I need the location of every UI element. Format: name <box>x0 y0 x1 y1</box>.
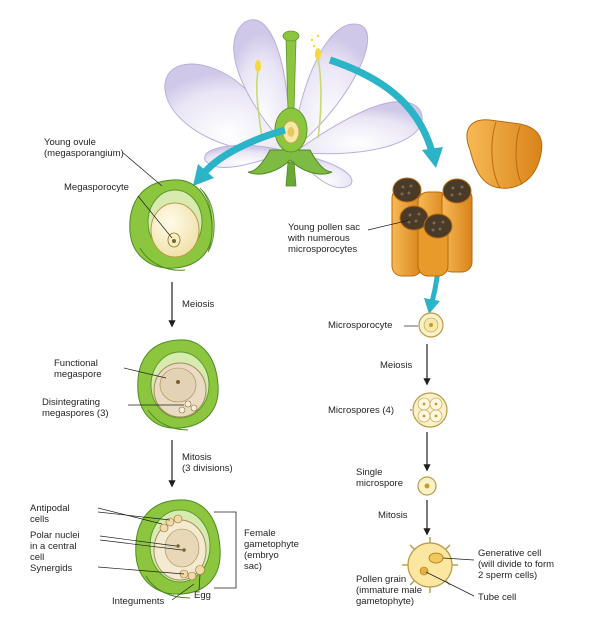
tube-cell-nucleus <box>419 566 429 576</box>
pollen-grain-illustration <box>402 537 458 593</box>
label-functional-megaspore: Functional megaspore <box>54 358 102 380</box>
stamen-left <box>256 69 263 139</box>
label-female-meiosis: Meiosis <box>182 299 215 310</box>
petal-top-right <box>291 23 369 152</box>
label-generative-cell: Generative cell (will divide to form 2 s… <box>478 548 555 581</box>
embryo-sac-bracket <box>214 511 237 589</box>
petal-top-left <box>233 19 291 152</box>
microsporocyte-illustration <box>418 312 444 338</box>
egg-cell <box>195 565 205 575</box>
pollen-sac-illustration <box>391 177 473 277</box>
leader-lines <box>97 151 475 601</box>
label-egg: Egg <box>194 590 211 601</box>
disintegrating-megaspore <box>184 400 192 408</box>
young-ovule-illustration <box>129 179 215 271</box>
teal-arrows <box>193 56 443 314</box>
label-synergids: Synergids <box>30 563 73 574</box>
generative-cell <box>428 552 444 564</box>
label-male-meiosis: Meiosis <box>380 360 413 371</box>
stamen-right <box>317 57 322 139</box>
label-female-gametophyte: Female gametophyte (embryo sac) <box>244 528 299 572</box>
petal-bottom-left <box>204 144 290 168</box>
label-pollen-grain: Pollen grain (immature male gametophyte) <box>356 574 422 607</box>
label-male-mitosis: Mitosis <box>378 510 408 521</box>
female-gametophyte-illustration <box>135 499 237 599</box>
label-young-ovule: Young ovule (megasporangium) <box>44 137 124 159</box>
label-microsporocyte: Microsporocyte <box>328 320 393 331</box>
microspores-illustration <box>412 392 448 428</box>
label-disintegrating-megaspores: Disintegrating megaspores (3) <box>42 397 109 419</box>
label-tube-cell: Tube cell <box>478 592 517 603</box>
megaspore-ovule-illustration <box>137 339 219 431</box>
stigma <box>282 30 300 42</box>
single-microspore-illustration <box>417 476 437 496</box>
label-megasporocyte: Megasporocyte <box>64 182 129 193</box>
teal-arrow-to-ovule <box>202 126 286 175</box>
anther-left <box>255 60 261 72</box>
sepals <box>247 149 333 175</box>
petal-right <box>293 101 423 155</box>
antipodal-cell <box>165 517 175 527</box>
label-antipodal-cells: Antipodal cells <box>30 503 70 525</box>
teal-arrow-to-anther <box>328 56 436 153</box>
central-cell <box>164 528 200 568</box>
anther-illustration <box>466 119 543 189</box>
label-single-microspore: Single microspore <box>356 467 403 489</box>
flower <box>164 19 423 189</box>
functional-megaspore-cell <box>159 367 197 403</box>
pollen-sac-chamber <box>392 177 422 203</box>
flower-stem <box>285 161 297 187</box>
label-female-mitosis: Mitosis (3 divisions) <box>182 452 233 474</box>
pistil-style <box>285 39 297 111</box>
label-young-pollen-sac: Young pollen sac with numerous microspor… <box>288 222 361 255</box>
anther-right <box>315 48 321 60</box>
process-arrows <box>168 282 431 536</box>
label-polar-nuclei: Polar nuclei in a central cell <box>30 530 80 563</box>
label-microspores: Microspores (4) <box>328 405 394 416</box>
label-integuments: Integuments <box>112 596 165 607</box>
